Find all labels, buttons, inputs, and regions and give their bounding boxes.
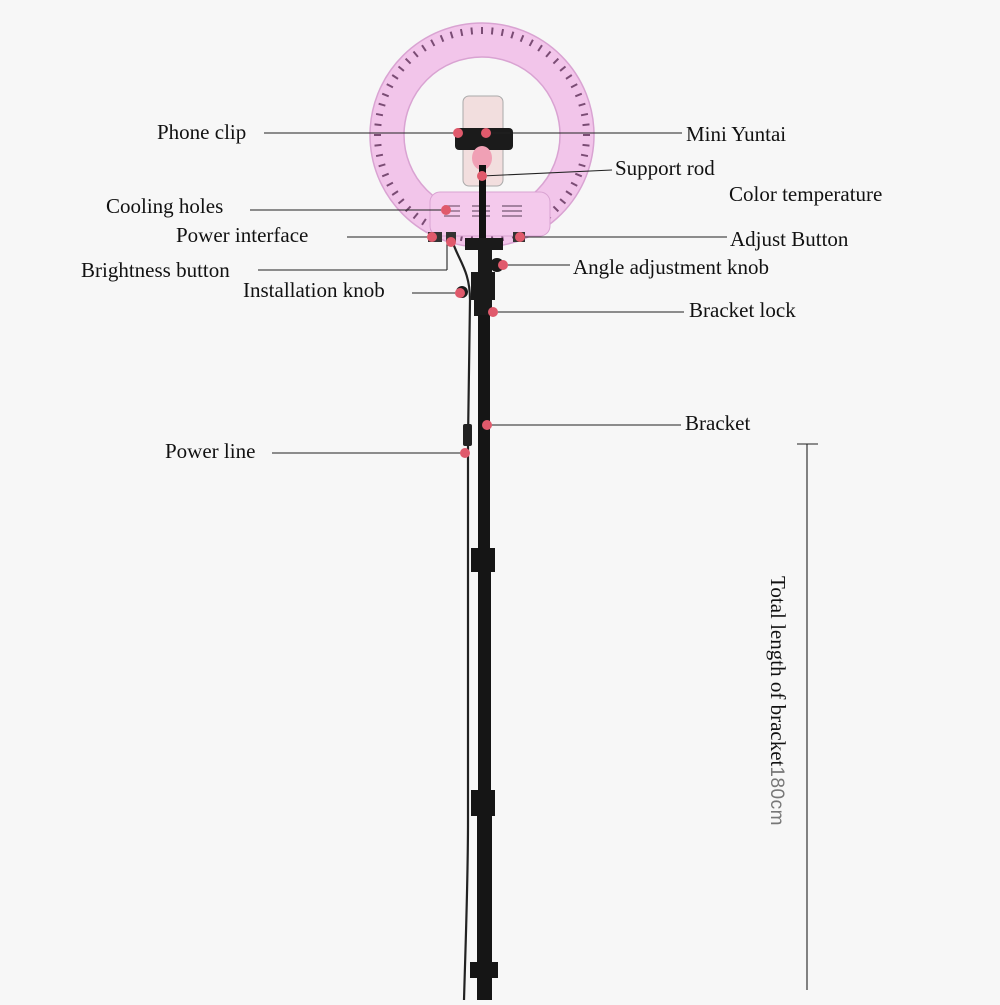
cooling-slot [374, 143, 382, 147]
label-brightness-button: Brightness button [81, 258, 230, 282]
label-installation-knob: Installation knob [243, 278, 385, 302]
cooling-slot [582, 143, 590, 147]
cooling-slot [374, 123, 382, 127]
dot-mini-yuntai [481, 128, 491, 138]
dimension-label: Total length of bracket180cm [766, 576, 790, 826]
dot-power-line [460, 448, 470, 458]
cooling-slot [565, 190, 573, 196]
cooling-slot [404, 57, 412, 65]
label-power-interface: Power interface [176, 223, 309, 247]
cooling-slot [582, 123, 590, 127]
cooling-slot [570, 181, 578, 187]
label-bracket-lock: Bracket lock [689, 298, 796, 322]
cooling-slot [391, 190, 399, 196]
cooling-slot [578, 163, 586, 168]
cooling-slot [500, 28, 505, 37]
cooling-slot [421, 44, 427, 52]
cooling-slot [439, 34, 445, 43]
cooling-slot [378, 163, 386, 168]
dot-adjust-button [515, 232, 525, 242]
dimension-value: 180cm [766, 766, 787, 826]
dot-brightness-button [446, 237, 456, 247]
dot-installation-knob [455, 288, 465, 298]
upper-pole [478, 315, 490, 565]
cooling-slot [412, 212, 419, 220]
power-line-switch [463, 424, 472, 446]
dot-cooling-holes [441, 205, 451, 215]
control-box [428, 191, 551, 242]
label-bracket: Bracket [685, 411, 751, 435]
cooling-slot [537, 44, 543, 52]
cooling-slot [565, 74, 573, 80]
middle-clamp [471, 548, 495, 572]
bottom-clamp [470, 962, 498, 978]
callout-dots [427, 128, 525, 458]
dot-bracket-lock [488, 307, 498, 317]
label-mini-yuntai: Mini Yuntai [686, 122, 787, 146]
label-phone-clip: Phone clip [157, 120, 247, 144]
dimension-text: Total length of bracket [766, 576, 790, 767]
dot-phone-clip [453, 128, 463, 138]
cooling-slot [559, 198, 567, 205]
cooling-slot [430, 39, 436, 47]
cooling-slot [528, 39, 534, 47]
mount-head [471, 272, 495, 300]
cooling-slot [470, 27, 474, 35]
lower-pole [478, 570, 491, 800]
cooling-slot [397, 65, 405, 72]
cooling-slot [578, 102, 586, 107]
mini-yuntai-ball [472, 146, 492, 170]
label-adjust-button: Adjust Button [730, 227, 849, 251]
dot-power-interface [427, 232, 437, 242]
cooling-slot [378, 102, 386, 107]
dot-bracket [482, 420, 492, 430]
cooling-slot [490, 27, 494, 35]
callout-lines [250, 132, 818, 990]
cooling-slot [386, 83, 394, 89]
cooling-slot [375, 153, 384, 158]
support-rod [479, 165, 486, 240]
dot-angle-adjustment-knob [498, 260, 508, 270]
cooling-slot [559, 65, 567, 72]
cooling-slot [574, 172, 583, 178]
cooling-slot [459, 28, 464, 37]
bottom-pole [477, 815, 492, 1000]
cooling-slot [381, 172, 390, 178]
stand [450, 238, 504, 1001]
cooling-slot [386, 181, 394, 187]
label-support-rod: Support rod [615, 156, 715, 180]
mount-plate [465, 238, 503, 250]
power-line-cable [450, 239, 472, 1001]
dot-support-rod [477, 171, 487, 181]
cooling-slot [519, 34, 525, 43]
cooling-slot [552, 205, 560, 213]
cooling-slot [510, 31, 515, 39]
control-box-body [429, 191, 551, 237]
label-angle-adjustment-knob: Angle adjustment knob [573, 255, 769, 279]
cooling-slot [421, 218, 427, 226]
cooling-slot [574, 92, 583, 98]
cooling-slot [381, 92, 390, 98]
angle-joint [478, 250, 492, 272]
cooling-slot [580, 112, 589, 117]
label-cooling-holes: Cooling holes [106, 194, 224, 218]
cooling-slot [545, 50, 552, 58]
cooling-slot [570, 83, 578, 89]
cooling-slot [552, 57, 560, 65]
cooling-slot [375, 112, 384, 117]
cooling-slot [397, 198, 405, 205]
lower-clamp [471, 790, 495, 816]
cooling-slot [580, 153, 589, 158]
cooling-slot [412, 50, 419, 58]
label-power-line: Power line [165, 439, 256, 463]
cooling-slot [391, 74, 399, 80]
cooling-slot [449, 31, 454, 39]
label-color-temperature: Color temperature [729, 182, 883, 206]
bracket-lock-collar [474, 298, 492, 316]
